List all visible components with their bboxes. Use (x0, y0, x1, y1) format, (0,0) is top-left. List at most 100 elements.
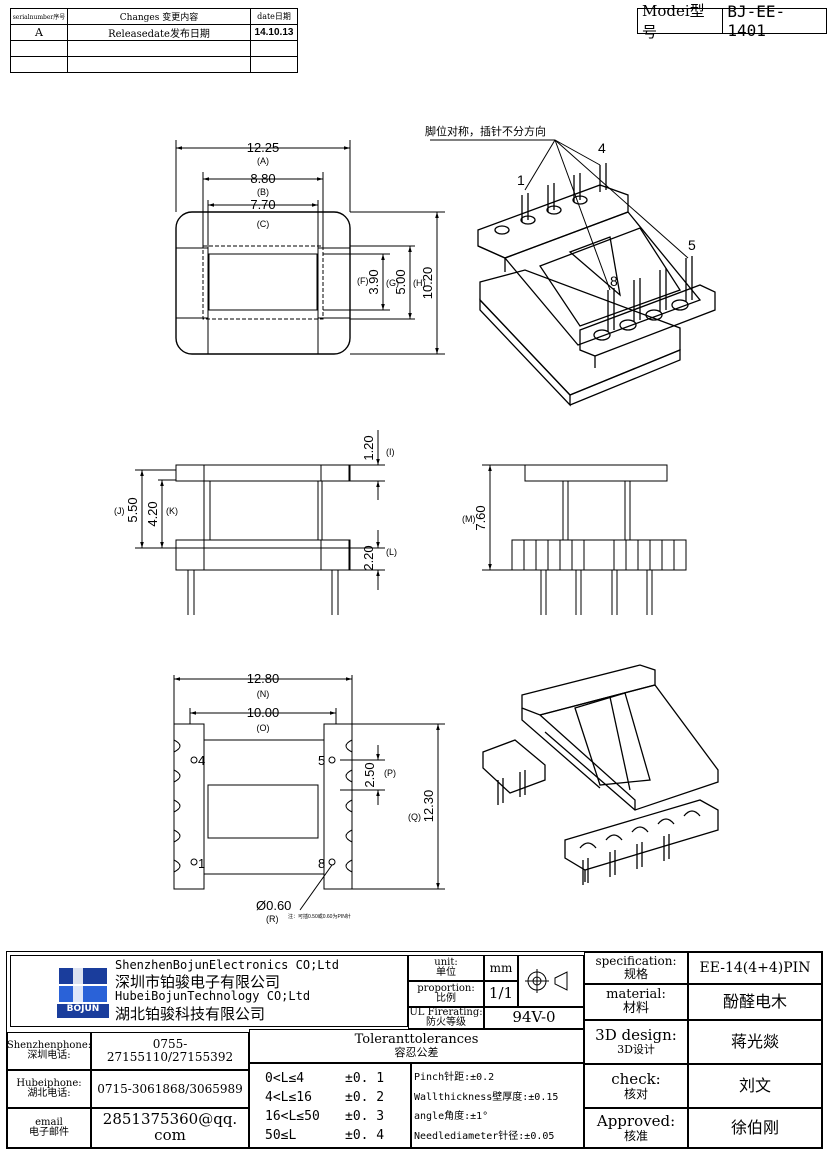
tolerance-note: Pinch针距:±0.2 (414, 1072, 495, 1083)
dim-L-value: 2.20 (361, 545, 376, 570)
check-label-cn: 核对 (623, 1086, 648, 1101)
pin-label: 4 (198, 753, 205, 768)
dim-G-tag: (G) (386, 278, 399, 288)
dim-N-value: 12.80 (247, 671, 280, 686)
side-view (482, 464, 687, 615)
dim-J-tag: (J) (114, 506, 125, 516)
material-value: 酚醛电木 (688, 984, 822, 1020)
dim-I-tag: (I) (386, 447, 395, 457)
design-value: 蒋光燚 (688, 1020, 822, 1064)
revision-row (10, 40, 298, 57)
dim-A-value: 12.25 (247, 140, 280, 155)
material-label-en: material: (606, 987, 666, 1003)
front-view (135, 430, 385, 615)
unit-label-en: unit: (434, 956, 458, 968)
contact-label-en: email (35, 1116, 63, 1128)
unit-label-cn: 单位 (436, 967, 456, 978)
material-label: material: 材料 (584, 984, 688, 1020)
contact-value: 0715-3061868/3065989 (91, 1070, 249, 1108)
contact-label: Shenzhenphone: 深圳电话: (7, 1032, 91, 1070)
proportion-label-en: proportion: (417, 982, 475, 994)
material-label-cn: 材料 (622, 1001, 649, 1016)
company-cn-1: 深圳市铂骏电子有限公司 (115, 973, 281, 991)
title-block: BOJUN ShenzhenBojunElectronics CO;Ltd 深圳… (6, 951, 823, 1149)
projection-symbol-icon (518, 955, 584, 1007)
iso-view-bottom (482, 664, 719, 885)
spec-label-cn: 规格 (623, 967, 648, 981)
tolerance-title-en: Toleranttolerances (354, 1032, 479, 1048)
approved-label: Approved: 核准 (584, 1108, 688, 1148)
tolerance-range: 50≤L (265, 1128, 297, 1143)
approved-label-cn: 核准 (623, 1128, 648, 1143)
dim-C-tag: (C) (257, 219, 270, 229)
spec-label-en: specification: (595, 954, 677, 969)
tolerance-range: 4<L≤16 (265, 1090, 312, 1105)
contact-label: email 电子邮件 (7, 1108, 91, 1148)
tolerance-value: ±0. 3 (345, 1109, 385, 1124)
pin-remark: 注：可插0.50或0.60为PIN针 (288, 913, 351, 920)
tolerance-value: ±0. 4 (345, 1128, 385, 1143)
dim-Hb-value: 10.20 (420, 267, 435, 300)
tolerance-title: Toleranttolerances 容忍公差 (249, 1029, 584, 1063)
dim-Q-tag: (Q) (408, 812, 421, 822)
check-value: 刘文 (688, 1064, 822, 1108)
tolerance-range: 0<L≤4 (265, 1071, 305, 1086)
dim-C-value: 7.70 (250, 197, 275, 212)
proportion-value: 1/1 (484, 981, 518, 1007)
unit-value: mm (484, 955, 518, 981)
revision-cell (250, 56, 298, 73)
contact-label-cn: 湖北电话: (27, 1088, 71, 1099)
ul-label-en: UL Firerating: (409, 1006, 483, 1018)
unit-label: unit: 单位 (408, 955, 484, 981)
contact-label-en: Shenzhenphone: (6, 1039, 92, 1051)
company-en-2: HubeiBojunTechnology CO;Ltd (115, 989, 311, 1003)
iso-view-top (430, 139, 716, 407)
tolerance-range-list: 0<L≤4 4<L≤16 16<L≤50 50≤L (265, 1069, 320, 1145)
tolerance-value-list: ±0. 1 ±0. 2 ±0. 3 ±0. 4 (345, 1069, 384, 1145)
dim-F-tag: (F) (357, 276, 369, 286)
dim-B-value: 8.80 (250, 171, 275, 186)
dim-A-tag: (A) (257, 156, 269, 166)
dim-O-tag: (O) (257, 723, 270, 733)
contact-label: Hubeiphone: 湖北电话: (7, 1070, 91, 1108)
tolerance-note: Wallthickness壁厚度:±0.15 (414, 1091, 559, 1103)
dim-N-tag: (N) (257, 689, 270, 699)
revision-row (10, 56, 298, 73)
contact-label-en: Hubeiphone: (16, 1077, 82, 1089)
tolerance-note-list: Pinch针距:±0.2 Wallthickness壁厚度:±0.15 angl… (414, 1068, 558, 1146)
contact-label-cn: 电子邮件 (29, 1127, 69, 1138)
tolerance-value: ±0. 2 (345, 1090, 385, 1105)
spec-value: EE-14(4+4)PIN (688, 952, 822, 984)
proportion-label: proportion: 比例 (408, 981, 484, 1007)
dim-K-tag: (K) (166, 506, 178, 516)
spec-label: specification: 规格 (584, 952, 688, 984)
contact-label-cn: 深圳电话: (27, 1050, 71, 1061)
dim-Q-value: 12.30 (421, 790, 436, 823)
dim-G-value: 3.90 (366, 269, 381, 294)
tolerance-value: ±0. 1 (345, 1071, 385, 1086)
design-label-en: 3D design: (595, 1026, 677, 1045)
tolerance-title-cn: 容忍公差 (394, 1046, 439, 1060)
approved-value: 徐伯刚 (688, 1108, 822, 1148)
dim-H-tag: (H) (413, 278, 426, 288)
pin-label: 5 (688, 237, 696, 253)
dim-O-value: 10.00 (247, 705, 280, 720)
contact-value: 0755-27155110/27155392 (91, 1032, 249, 1070)
approved-label-en: Approved: (596, 1111, 676, 1130)
logo-text: BOJUN (66, 1004, 100, 1014)
pin-label: 1 (198, 856, 205, 871)
pin-direction-note: 脚位对称，插针不分方向 (425, 124, 546, 138)
ul-value: 94V-0 (484, 1007, 584, 1029)
revision-header-row: serialnumber序号 Changes 变更内容 date日期 (10, 8, 298, 25)
tolerance-range: 16<L≤50 (265, 1109, 320, 1124)
tolerance-ranges (249, 1063, 411, 1148)
dim-P-tag: (P) (384, 768, 396, 778)
ul-label: UL Firerating: 防火等级 (408, 1007, 484, 1029)
dim-I-value: 1.20 (361, 435, 376, 460)
tolerance-notes (411, 1063, 584, 1148)
technical-drawing: 12.25 (A) 8.80 (B) 7.70 (C) (F) 3.90 (G)… (114, 124, 719, 924)
dim-H-value: 5.00 (393, 269, 408, 294)
dim-P-value: 2.50 (362, 762, 377, 787)
dim-K-value: 4.20 (145, 501, 160, 526)
pin-label: 4 (598, 140, 606, 156)
